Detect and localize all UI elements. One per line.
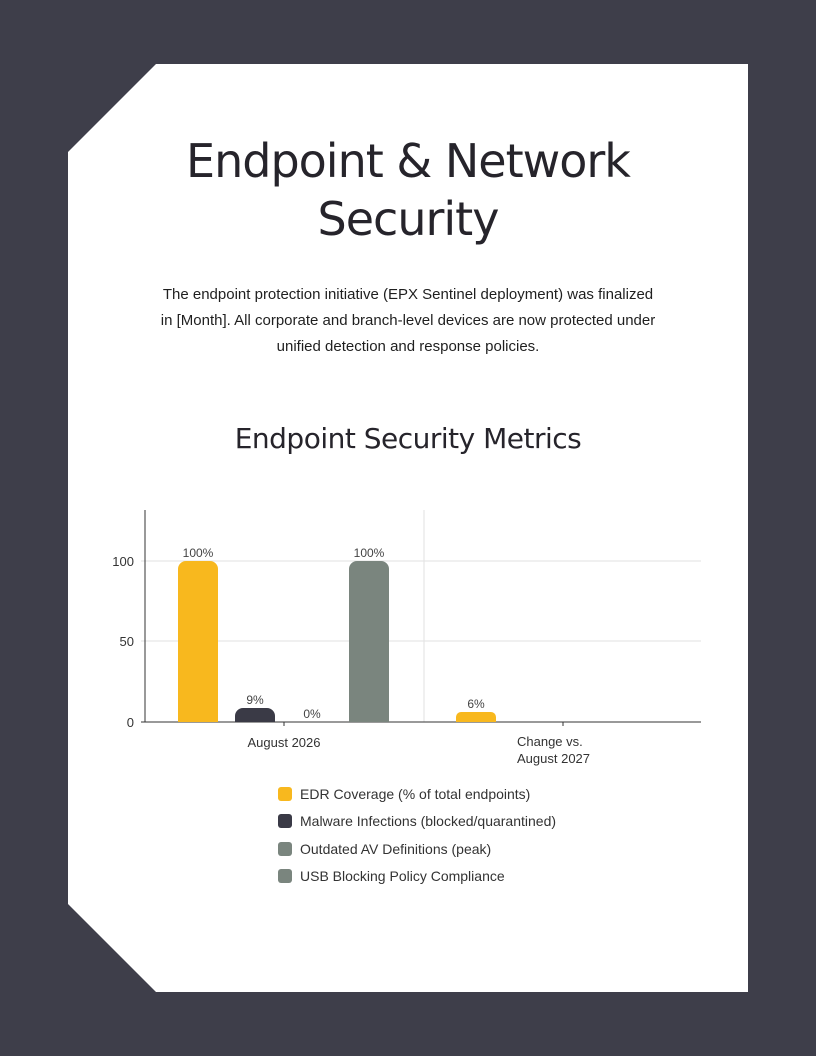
legend-label: EDR Coverage (% of total endpoints) [300, 785, 531, 802]
bar-label: 100% [183, 546, 214, 560]
legend-label: Malware Infections (blocked/quarantined) [300, 813, 557, 830]
y-tick-label: 50 [120, 634, 134, 649]
bar-malware-aug2026 [235, 708, 275, 722]
bar-label: 6% [467, 697, 485, 711]
bar-label: 100% [354, 546, 385, 560]
legend-swatch-icon [278, 869, 292, 884]
report-page: Endpoint & Network Security The endpoint… [68, 64, 748, 992]
bar-label: 9% [246, 693, 264, 707]
bar-label: 0% [303, 707, 321, 721]
page-title: Endpoint & Network Security [68, 132, 748, 248]
legend-item: USB Blocking Policy Compliance [278, 863, 556, 891]
legend-label: USB Blocking Policy Compliance [300, 868, 505, 885]
legend-item: Malware Infections (blocked/quarantined) [278, 808, 556, 836]
x-tick-label: Change vs. [517, 734, 583, 749]
y-tick-label: 100 [112, 554, 134, 569]
chart-legend: EDR Coverage (% of total endpoints) Malw… [278, 780, 556, 890]
legend-swatch-icon [278, 841, 292, 856]
page-title-line2: Security [317, 192, 500, 246]
y-tick-label: 0 [127, 715, 134, 730]
x-tick-label: August 2026 [247, 735, 320, 750]
legend-item: EDR Coverage (% of total endpoints) [278, 780, 556, 808]
x-tick-label: August 2027 [517, 751, 590, 766]
legend-swatch-icon [278, 814, 292, 829]
bar-edr-aug2026 [178, 561, 218, 722]
page-title-line1: Endpoint & Network [186, 134, 631, 188]
intro-paragraph: The endpoint protection initiative (EPX … [160, 286, 656, 355]
legend-item: Outdated AV Definitions (peak) [278, 835, 556, 863]
bar-chart: 100 50 0 100% 9% 0% 100% 6% August 2026 … [112, 510, 701, 766]
chart-title: Endpoint Security Metrics [234, 422, 582, 455]
bar-edr-change [456, 712, 496, 722]
bar-usb-aug2026 [349, 561, 389, 722]
legend-label: Outdated AV Definitions (peak) [300, 840, 492, 857]
legend-swatch-icon [278, 786, 292, 801]
